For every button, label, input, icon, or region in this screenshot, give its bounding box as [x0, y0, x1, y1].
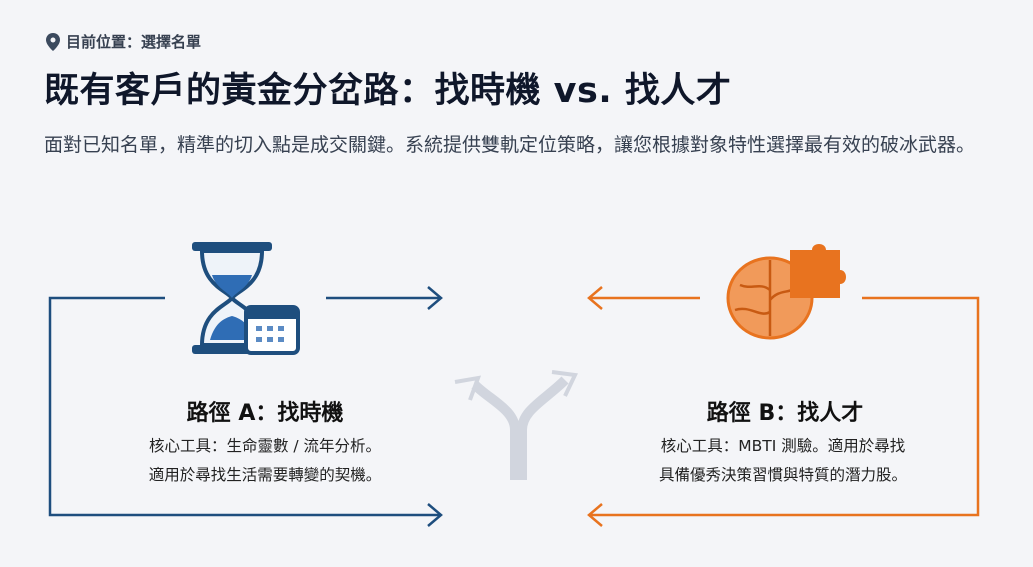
page-description: 面對已知名單，精準的切入點是成交關鍵。系統提供雙軌定位策略，讓您根據對象特性選擇… [44, 134, 976, 156]
path-a-line1: 核心工具：生命靈數 / 流年分析。 [148, 437, 382, 455]
page-title: 既有客戶的黃金分岔路：找時機 vs. 找人才 [44, 71, 732, 111]
fork-arrow-icon [454, 370, 578, 480]
path-b-bracket [587, 286, 980, 527]
path-a-title: 路徑 A：找時機 [186, 401, 344, 426]
breadcrumb: 目前位置：選擇名單 [46, 31, 201, 52]
path-a-line2: 適用於尋找生活需要轉變的契機。 [148, 466, 382, 484]
path-b-title: 路徑 B：找人才 [706, 401, 864, 426]
hourglass-calendar-icon [192, 242, 300, 355]
path-b-line1: 核心工具：MBTI 測驗。適用於尋找 [660, 437, 906, 455]
location-pin-icon [46, 32, 60, 51]
breadcrumb-text: 目前位置：選擇名單 [66, 33, 202, 51]
path-b-line2: 具備優秀決策習慣與特質的潛力股。 [658, 466, 907, 484]
brain-puzzle-icon [726, 244, 846, 340]
path-a-bracket [48, 286, 443, 527]
